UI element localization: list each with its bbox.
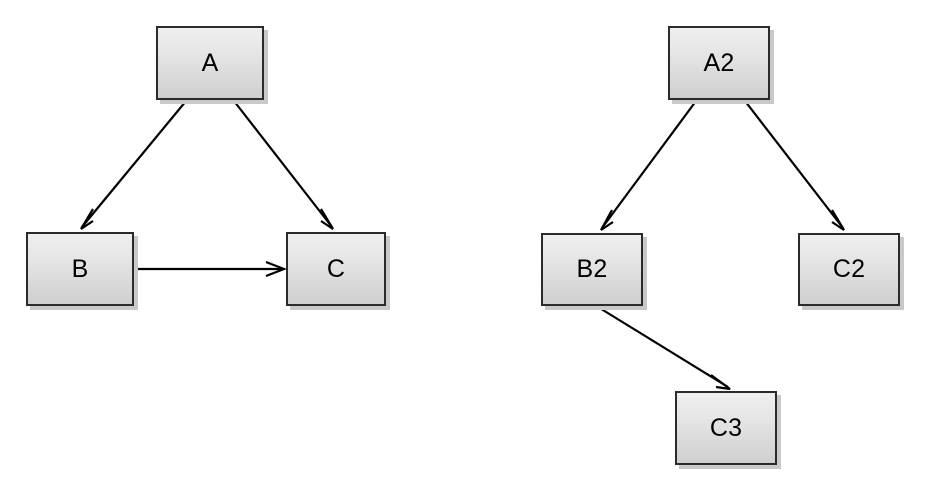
node-c-label: C: [326, 254, 346, 283]
node-a[interactable]: A: [156, 26, 264, 100]
node-a-label: A: [201, 48, 219, 77]
edge-a2-to-b2: [600, 100, 697, 231]
node-b2[interactable]: B2: [541, 233, 643, 306]
node-b[interactable]: B: [26, 232, 134, 306]
node-a2[interactable]: A2: [668, 26, 770, 100]
node-c2-label: C2: [832, 255, 866, 283]
node-c3[interactable]: C3: [675, 391, 777, 465]
node-a2-label: A2: [703, 48, 735, 77]
edge-a2-to-c2: [744, 100, 845, 231]
edge-b2-to-c3: [597, 306, 731, 391]
node-b2-label: B2: [576, 255, 608, 283]
node-c2[interactable]: C2: [798, 233, 900, 306]
node-c3-label: C3: [709, 413, 743, 442]
edge-b-to-c: [136, 260, 288, 278]
node-c[interactable]: C: [286, 232, 386, 306]
edge-a-to-b: [80, 100, 187, 230]
edge-a-to-c: [233, 100, 334, 230]
node-b-label: B: [71, 254, 89, 283]
